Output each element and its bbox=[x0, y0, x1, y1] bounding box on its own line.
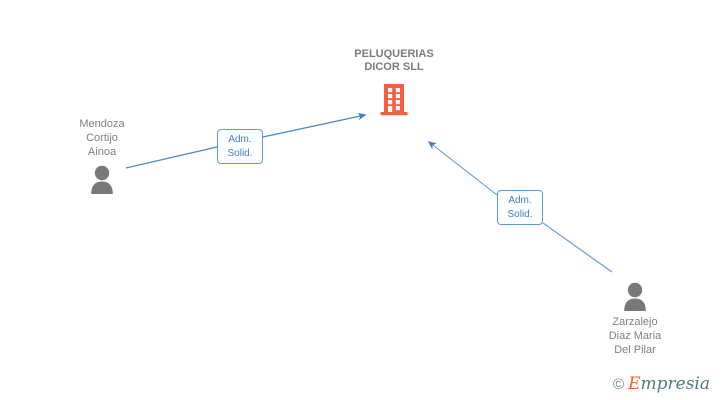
edge-left-upper bbox=[262, 112, 367, 138]
person-name-left: Mendoza Cortijo Ainoa bbox=[79, 118, 125, 158]
person-node-right[interactable]: Zarzalejo Diaz Maria Del Pilar bbox=[575, 281, 695, 357]
brand-initial: E bbox=[628, 374, 641, 394]
person-node-left[interactable]: Mendoza Cortijo Ainoa bbox=[42, 117, 162, 194]
edge-right-lower bbox=[542, 222, 613, 273]
building-icon bbox=[380, 84, 408, 116]
brand-logo: Empresia bbox=[628, 376, 710, 393]
person-icon bbox=[91, 165, 113, 194]
company-title: PELUQUERIAS DICOR SLL bbox=[354, 48, 434, 73]
person-name-right: Zarzalejo Diaz Maria Del Pilar bbox=[608, 316, 662, 356]
company-node[interactable]: PELUQUERIAS DICOR SLL bbox=[334, 48, 454, 116]
watermark: © Empresia bbox=[613, 376, 710, 393]
edge-right-upper bbox=[427, 141, 498, 196]
edge-left-lower bbox=[125, 146, 218, 169]
person-icon bbox=[624, 282, 646, 311]
brand-rest: mpresia bbox=[640, 374, 711, 394]
relation-label-left[interactable]: Adm. Solid. bbox=[217, 129, 263, 164]
copyright-icon: © bbox=[613, 376, 625, 393]
relation-label-right[interactable]: Adm. Solid. bbox=[497, 190, 543, 225]
